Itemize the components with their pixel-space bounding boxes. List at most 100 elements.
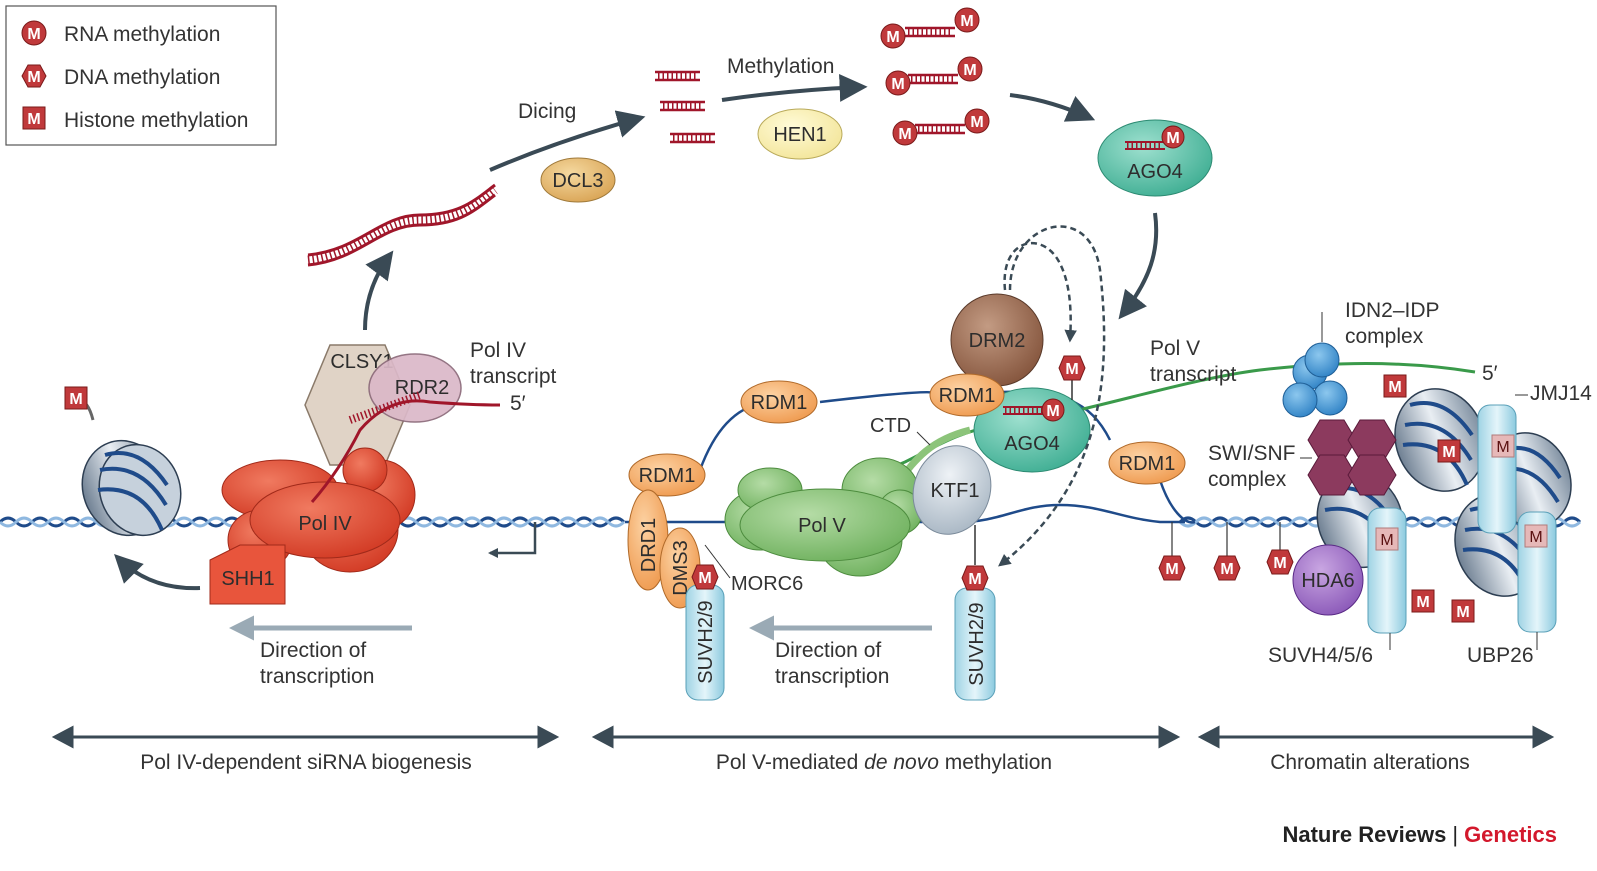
ago4-mid-label: AGO4 — [1004, 433, 1060, 455]
pol-v-transcript-label-2: transcript — [1150, 363, 1237, 386]
legend: M RNA methylation M DNA methylation M Hi… — [5, 5, 277, 146]
pol-v-complex: Pol V — [724, 457, 923, 577]
legend-dna-label: DNA methylation — [64, 66, 220, 89]
suvh29-protein-a: SUVH2/9 — [685, 584, 725, 701]
svg-text:M: M — [963, 62, 976, 79]
svg-text:M: M — [886, 29, 899, 46]
pol-iv-label: Pol IV — [298, 513, 352, 535]
hda6-label: HDA6 — [1301, 570, 1354, 592]
dashed-feedback-arrow-1 — [1003, 242, 1077, 343]
svg-text:M: M — [970, 114, 983, 131]
dms3-label: DMS3 — [670, 540, 692, 596]
drm2-protein: DRM2 — [950, 293, 1044, 387]
rdm1-label-a: RDM1 — [939, 385, 996, 407]
jmj14-label: JMJ14 — [1530, 382, 1592, 405]
svg-text:M: M — [1529, 529, 1542, 546]
drd1-label: DRD1 — [638, 518, 660, 572]
histone-marks-right: M M M M M M M — [1375, 374, 1548, 623]
legend-rna-label: RNA methylation — [64, 23, 220, 46]
svg-text:M: M — [698, 570, 711, 587]
svg-text:M: M — [27, 26, 40, 43]
swisnf-label-2: complex — [1208, 468, 1287, 491]
suvh29-protein-b: SUVH2/9 — [954, 587, 996, 701]
svg-text:M: M — [1166, 130, 1179, 147]
pol-v-5prime-label: 5′ — [1482, 362, 1498, 385]
hen1-label: HEN1 — [773, 124, 826, 146]
journal-name: Nature Reviews — [1282, 822, 1447, 847]
dashed-feedback-arrow-2 — [998, 225, 1106, 567]
journal-credit: Nature Reviews|Genetics — [1282, 822, 1557, 848]
pol-iv-transcript: Pol IV transcript 5′ — [310, 339, 557, 503]
svg-text:M: M — [27, 69, 40, 86]
ktf1-protein: KTF1 — [912, 445, 992, 535]
swisnf-label-1: SWI/SNF — [1208, 442, 1296, 465]
drm2-label: DRM2 — [969, 330, 1026, 352]
svg-text:M: M — [968, 571, 981, 588]
ubp26-label: UBP26 — [1467, 644, 1534, 667]
suvh29-label-a: SUVH2/9 — [695, 600, 717, 683]
idn2-idp-complex — [1282, 342, 1348, 418]
suvh29-label-b: SUVH2/9 — [966, 602, 988, 685]
shh1-protein: SHH1 — [209, 544, 286, 605]
dna-mark-morc: M — [691, 564, 719, 590]
shh1-label: SHH1 — [221, 568, 274, 590]
svg-text:M: M — [27, 111, 40, 128]
svg-text:M: M — [1380, 532, 1393, 549]
rdm1-protein-c: RDM1 — [628, 453, 706, 497]
svg-text:M: M — [1046, 403, 1059, 420]
dcl3-label: DCL3 — [552, 170, 603, 192]
methylation-label: Methylation — [727, 55, 834, 78]
ago4-top-label: AGO4 — [1127, 161, 1183, 183]
nucleosome-arrow — [114, 554, 201, 591]
histone-methylation-icon: M — [22, 106, 46, 130]
svg-text:M: M — [1416, 594, 1429, 611]
rna-methylation-icon: M — [21, 20, 47, 46]
rdm1-protein-b: RDM1 — [740, 380, 818, 424]
svg-text:M: M — [1388, 379, 1401, 396]
svg-text:M: M — [960, 13, 973, 30]
svg-text:M: M — [1065, 361, 1078, 378]
svg-text:M: M — [69, 391, 82, 408]
pol-iv-complex: Pol IV — [221, 447, 416, 573]
svg-text:M: M — [1273, 555, 1286, 572]
dna-methylation-icon: M — [21, 64, 47, 88]
pol-iv-transcript-label-1: Pol IV — [470, 339, 526, 362]
dicing-arrow — [489, 110, 646, 172]
swi-snf-complex — [1307, 419, 1397, 496]
ktf1-label: KTF1 — [931, 480, 980, 502]
svg-text:M: M — [898, 126, 911, 143]
hen1-protein: HEN1 — [757, 108, 843, 160]
histone-mark-left: M — [64, 386, 88, 410]
section-left-label: Pol IV-dependent siRNA biogenesis — [140, 751, 472, 774]
drd1-protein: DRD1 — [627, 489, 669, 591]
svg-text:M: M — [1220, 561, 1233, 578]
idn2-label-1: IDN2–IDP — [1345, 299, 1440, 322]
nucleosome-left — [77, 398, 182, 537]
ago4-down-arrow — [1118, 212, 1159, 320]
ago4-mid-protein: M AGO4 — [973, 387, 1091, 473]
dna-mark-suvh: M — [961, 565, 989, 591]
methylation-arrow — [721, 73, 868, 102]
ago4-top-protein: M AGO4 — [1097, 119, 1213, 197]
pol-iv-transcript-label-2: transcript — [470, 365, 557, 388]
direction-left-1: Direction of — [260, 639, 366, 662]
dna-marks-linker: M M M — [1158, 522, 1294, 581]
to-ago4-arrow — [1009, 93, 1096, 122]
section-mid-label: Pol V-mediated de novo methylation — [716, 751, 1052, 774]
dcl3-protein: DCL3 — [540, 157, 616, 203]
svg-text:M: M — [891, 76, 904, 93]
hda6-protein: HDA6 — [1292, 544, 1364, 616]
ctd-label: CTD — [870, 415, 911, 437]
svg-text:M: M — [1496, 439, 1509, 456]
journal-section: Genetics — [1464, 822, 1557, 847]
direction-mid-1: Direction of — [775, 639, 881, 662]
direction-left-2: transcription — [260, 665, 374, 688]
rdm1-label-b: RDM1 — [751, 392, 808, 414]
rdm1-label-d: RDM1 — [1119, 453, 1176, 475]
rdm1-protein-d: RDM1 — [1108, 441, 1186, 485]
methylated-sirnas: M M M M M M — [880, 7, 990, 146]
direction-mid-2: transcription — [775, 665, 889, 688]
pol-iv-5prime-label: 5′ — [510, 392, 526, 415]
idn2-label-2: complex — [1345, 325, 1424, 348]
